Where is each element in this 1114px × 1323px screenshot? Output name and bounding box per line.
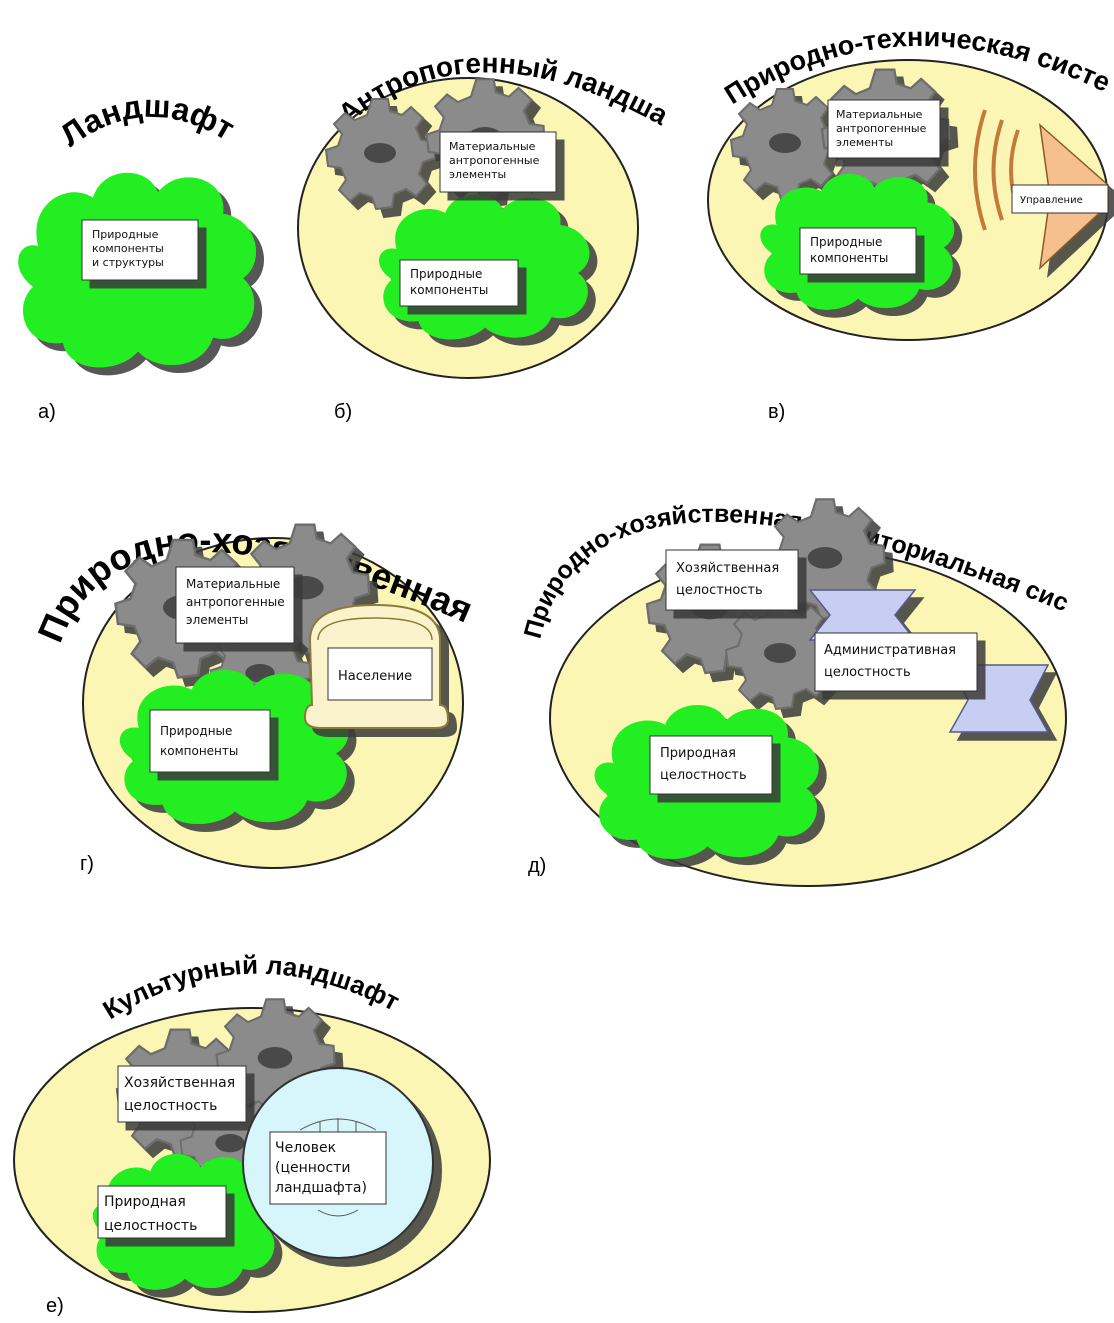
- panel-a-label: а): [38, 401, 56, 423]
- natural-components-box: Природные компоненты и структуры: [81, 219, 199, 281]
- natural-integrity-box: Природная целостность: [97, 1185, 227, 1239]
- natural-components-box: Природные компоненты: [399, 259, 519, 307]
- svg-text:Административная целос: Административная целостность: [824, 643, 960, 680]
- economic-integrity-box: Хозяйственная целостность: [117, 1065, 247, 1123]
- natural-components-box: Природные компоненты: [149, 709, 271, 773]
- admin-integrity-box: Административная целостность: [814, 632, 978, 692]
- natural-integrity-box: Природная целостность: [649, 735, 773, 795]
- panel-e: Культурный ландшафт Хозяйственная целост…: [13, 950, 491, 1317]
- svg-text:Материальные антропоге: Материальные антропогенные элементы: [449, 140, 543, 181]
- svg-text:Природные компоненты: Природные компоненты и структуры: [92, 228, 167, 269]
- material-elements-box: Материальные антропогенные элементы: [175, 566, 295, 644]
- panel-a-title: Ландшафт: [54, 88, 241, 154]
- material-elements-box: Материальные антропогенные элементы: [827, 99, 941, 159]
- svg-text:Природные компоненты: Природные компоненты: [410, 267, 488, 297]
- svg-text:Хозяйственная целостно: Хозяйственная целостность: [676, 561, 783, 598]
- natural-components-box: Природные компоненты: [799, 227, 917, 275]
- economic-integrity-box: Хозяйственная целостность: [665, 549, 799, 611]
- panel-g-label: г): [80, 853, 94, 875]
- svg-text:Хозяйственная целостно: Хозяйственная целостность: [124, 1075, 240, 1114]
- panel-d-label: д): [528, 855, 546, 877]
- svg-text:Природные компоненты: Природные компоненты: [160, 724, 238, 758]
- svg-text:Материальные антропоге: Материальные антропогенные элементы: [186, 577, 288, 627]
- svg-text:Природные компоненты: Природные компоненты: [810, 235, 888, 265]
- material-elements-box: Материальные антропогенные элементы: [439, 131, 557, 193]
- panel-b-label: б): [334, 401, 352, 423]
- population-label: Население: [338, 669, 412, 684]
- svg-text:Природная целостность: Природная целостность: [660, 746, 747, 783]
- svg-text:Природная целостность: Природная целостность: [104, 1194, 197, 1234]
- population-shape: Население: [303, 603, 450, 729]
- svg-text:Человек (ценности: Человек (ценности ландшафта): [275, 1140, 367, 1196]
- panel-v-label: в): [768, 401, 785, 423]
- control-label: Управление: [1020, 195, 1083, 206]
- gear-icon: [325, 98, 436, 210]
- control-device: Управление: [973, 109, 1109, 270]
- panel-e-label: е): [46, 1295, 64, 1317]
- human-circle: Человек (ценности ландшафта): [242, 1067, 434, 1259]
- panel-a: Ландшафт Природные компоненты и структур…: [18, 88, 257, 423]
- svg-text:Материальные антропоге: Материальные антропогенные элементы: [836, 108, 930, 149]
